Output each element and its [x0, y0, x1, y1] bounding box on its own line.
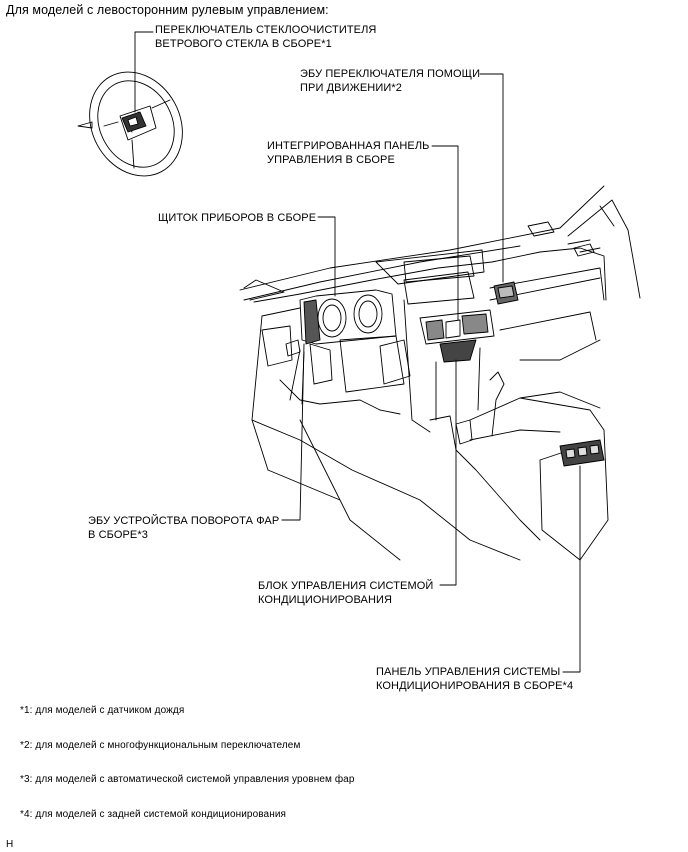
label-line: В СБОРЕ*3 — [88, 529, 148, 541]
label-drive-assist-ecu: ЭБУ ПЕРЕКЛЮЧАТЕЛЯ ПОМОЩИ ПРИ ДВИЖЕНИИ*2 — [300, 67, 480, 95]
footnote-2: *2: для моделей с многофункциональным пе… — [20, 740, 301, 751]
rear-ac-panel-part — [559, 439, 605, 467]
drive-assist-ecu-part — [493, 281, 519, 305]
label-line: КОНДИЦИОНИРОВАНИЯ В СБОРЕ*4 — [376, 680, 574, 692]
leader-headlamp-swivel-ecu — [281, 343, 305, 521]
leader-lines — [134, 31, 581, 673]
label-line: ЩИТОК ПРИБОРОВ В СБОРЕ — [158, 212, 317, 224]
label-wiper-switch: ПЕРЕКЛЮЧАТЕЛЬ СТЕКЛООЧИСТИТЕЛЯ ВЕТРОВОГО… — [155, 23, 376, 51]
windshield-frame — [239, 185, 641, 301]
footnote-4: *4: для моделей с задней системой кондиц… — [20, 809, 287, 820]
label-line: ПАНЕЛЬ УПРАВЛЕНИЯ СИСТЕМЫ — [376, 666, 561, 678]
center-console — [251, 339, 609, 561]
label-rear-ac-panel: ПАНЕЛЬ УПРАВЛЕНИЯ СИСТЕМЫ КОНДИЦИОНИРОВА… — [376, 665, 573, 693]
label-line: УПРАВЛЕНИЯ В СБОРЕ — [267, 154, 395, 166]
label-ac-amplifier: БЛОК УПРАВЛЕНИЯ СИСТЕМОЙ КОНДИЦИОНИРОВАН… — [258, 579, 433, 607]
page-heading: Для моделей с левосторонним рулевым упра… — [6, 3, 329, 17]
instrument-cluster-drawing — [289, 289, 405, 405]
leader-wiper-switch — [134, 31, 154, 113]
dashboard — [251, 221, 607, 471]
center-stack-drawing — [375, 249, 495, 433]
figure-code: H — [6, 839, 14, 850]
label-instrument-cluster: ЩИТОК ПРИБОРОВ В СБОРЕ — [158, 211, 316, 225]
label-line: КОНДИЦИОНИРОВАНИЯ — [258, 594, 393, 606]
leader-integrated-panel — [431, 145, 459, 321]
label-line: ПЕРЕКЛЮЧАТЕЛЬ СТЕКЛООЧИСТИТЕЛЯ — [155, 24, 377, 36]
leader-ac-amplifier — [439, 359, 457, 586]
leader-rear-ac-panel — [562, 465, 581, 673]
leader-instrument-cluster — [317, 216, 336, 297]
label-headlamp-swivel-ecu: ЭБУ УСТРОЙСТВА ПОВОРОТА ФАР В СБОРЕ*3 — [88, 514, 279, 542]
label-line: ЭБУ ПЕРЕКЛЮЧАТЕЛЯ ПОМОЩИ — [300, 68, 481, 80]
label-line: ИНТЕГРИРОВАННАЯ ПАНЕЛЬ — [267, 140, 430, 152]
wiper-switch-part — [121, 111, 147, 133]
label-line: ВЕТРОВОГО СТЕКЛА В СБОРЕ*1 — [155, 38, 332, 50]
label-line: БЛОК УПРАВЛЕНИЯ СИСТЕМОЙ — [258, 580, 434, 592]
footnote-3: *3: для моделей с автоматической системо… — [20, 774, 355, 785]
footnote-1: *1: для моделей с датчиком дождя — [20, 705, 185, 716]
label-line: ЭБУ УСТРОЙСТВА ПОВОРОТА ФАР — [88, 515, 280, 527]
label-line: ПРИ ДВИЖЕНИИ*2 — [300, 82, 402, 94]
label-integrated-panel: ИНТЕГРИРОВАННАЯ ПАНЕЛЬ УПРАВЛЕНИЯ В СБОР… — [267, 139, 429, 167]
leader-drive-assist-ecu — [479, 73, 504, 283]
